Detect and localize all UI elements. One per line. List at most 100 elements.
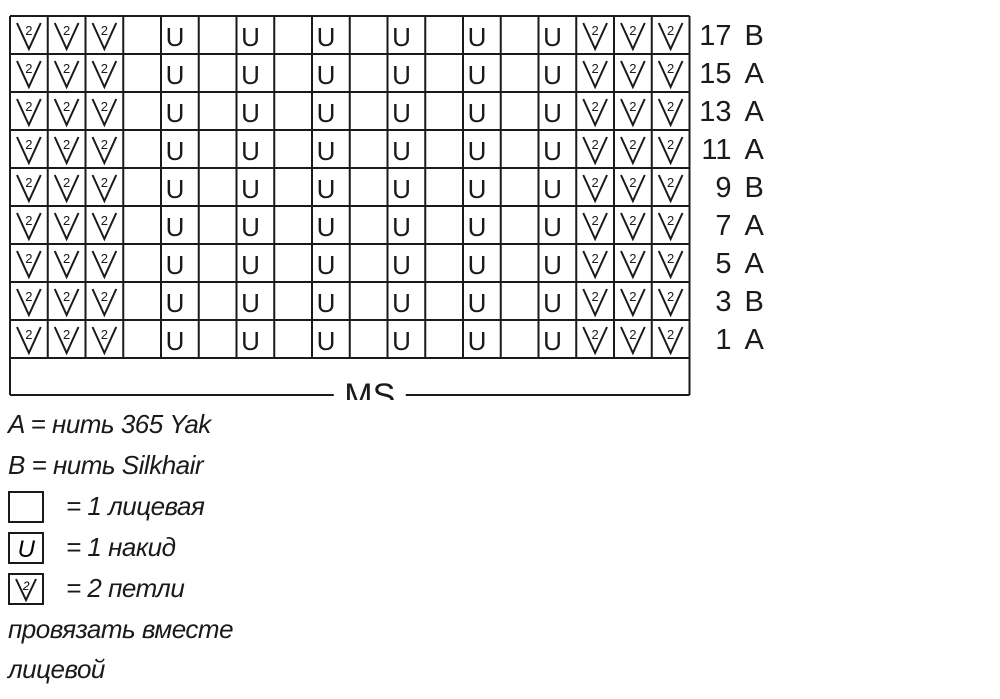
k2tog-digit: 2 — [629, 175, 636, 190]
legend-yo: U = 1 накид — [8, 527, 308, 568]
k2tog-v-icon — [657, 174, 684, 204]
chart-cell-yo: U — [468, 326, 487, 356]
chart-cell-yo: U — [543, 212, 562, 242]
chart-cell-k2tog: 2 — [53, 212, 80, 242]
row-yarn-letter: A — [745, 58, 765, 90]
chart-cell-k2tog: 2 — [53, 136, 80, 166]
yarn-over-glyph: U — [241, 250, 260, 280]
k2tog-v-icon — [16, 212, 42, 242]
legend: A = нить 365 Yak B = нить Silkhair = 1 л… — [8, 404, 308, 689]
chart-cell-k2tog: 2 — [620, 22, 646, 52]
chart-cell-yo: U — [241, 174, 260, 204]
chart-cell-yo: U — [317, 212, 336, 242]
chart-cell-k2tog: 2 — [657, 174, 684, 204]
yarn-over-glyph: U — [543, 98, 562, 128]
k2tog-digit: 2 — [667, 61, 674, 76]
row-number: 9 — [715, 172, 731, 204]
yarn-over-glyph: U — [317, 136, 336, 166]
k2tog-digit: 2 — [629, 289, 636, 304]
yarn-over-glyph: U — [543, 288, 562, 318]
k2tog-v-icon — [16, 22, 42, 52]
chart-cell-k2tog: 2 — [91, 60, 118, 90]
k2tog-v-icon — [582, 136, 608, 166]
row-number: 3 — [715, 286, 731, 318]
k2tog-v-icon — [620, 22, 646, 52]
yarn-over-glyph: U — [166, 22, 185, 52]
yarn-over-glyph: U — [317, 98, 336, 128]
k2tog-digit: 2 — [63, 327, 70, 342]
chart-cell-k2tog: 2 — [91, 98, 118, 128]
chart-cell-yo: U — [468, 250, 487, 280]
yarn-over-glyph: U — [166, 98, 185, 128]
chart-cell-k2tog: 2 — [53, 98, 80, 128]
yarn-over-glyph: U — [166, 174, 185, 204]
k2tog-v-icon — [16, 250, 42, 280]
chart-cell-yo: U — [317, 98, 336, 128]
chart-cell-yo: U — [317, 22, 336, 52]
chart-cell-k2tog: 2 — [16, 136, 42, 166]
row-yarn-letter: A — [745, 324, 765, 356]
chart-cell-k2tog: 2 — [16, 60, 42, 90]
k2tog-v-icon — [657, 60, 684, 90]
k2tog-digit: 2 — [63, 213, 70, 228]
legend-k2tog-label: = 2 петли — [66, 573, 185, 603]
chart-cell-yo: U — [468, 212, 487, 242]
chart-cell-k2tog: 2 — [582, 22, 608, 52]
chart-cell-k2tog: 2 — [16, 174, 42, 204]
chart-cell-k2tog: 2 — [91, 136, 118, 166]
chart-cell-k2tog: 2 — [16, 250, 42, 280]
chart-cell-yo: U — [543, 22, 562, 52]
k2tog-v-icon — [582, 174, 608, 204]
chart-cell-yo: U — [392, 250, 411, 280]
yarn-over-glyph: U — [166, 326, 185, 356]
k2tog-v-icon — [16, 326, 42, 356]
k2tog-v-icon — [16, 98, 42, 128]
yarn-over-glyph: U — [468, 174, 487, 204]
k2tog-digit: 2 — [22, 579, 30, 593]
chart-cell-k2tog: 2 — [582, 174, 608, 204]
yarn-over-glyph: U — [543, 136, 562, 166]
chart-cell-k2tog: 2 — [620, 212, 646, 242]
k2tog-v-icon — [620, 174, 646, 204]
k2tog-v-icon — [620, 60, 646, 90]
k2tog-v-icon — [16, 174, 42, 204]
row-yarn-letter: A — [745, 96, 765, 128]
yarn-over-glyph: U — [317, 60, 336, 90]
chart-cell-yo: U — [166, 136, 185, 166]
chart-cell-k2tog: 2 — [657, 22, 684, 52]
k2tog-v-icon — [53, 288, 80, 318]
legend-yo-label: = 1 накид — [66, 532, 176, 562]
row-number: 11 — [701, 134, 731, 166]
chart-cell-k2tog: 2 — [620, 60, 646, 90]
chart-cell-yo: U — [392, 136, 411, 166]
k2tog-v-icon — [657, 250, 684, 280]
k2tog-v-icon — [53, 326, 80, 356]
chart-cell-k2tog: 2 — [620, 288, 646, 318]
k2tog-digit: 2 — [25, 213, 32, 228]
k2tog-v-icon — [53, 60, 80, 90]
row-number: 7 — [715, 210, 731, 242]
chart-cell-k2tog: 2 — [16, 98, 42, 128]
row-yarn-letter: B — [745, 286, 764, 318]
yarn-over-glyph: U — [468, 136, 487, 166]
k2tog-digit: 2 — [592, 175, 599, 190]
chart-cell-yo: U — [392, 174, 411, 204]
k2tog-v-icon — [620, 288, 646, 318]
chart-cell-k2tog: 2 — [657, 288, 684, 318]
k2tog-v-icon — [620, 250, 646, 280]
k2tog-v-icon — [91, 98, 118, 128]
row-yarn-letter: A — [745, 210, 765, 242]
k2tog-digit: 2 — [63, 251, 70, 266]
row-number: 15 — [699, 58, 731, 90]
k2tog-v-icon — [620, 326, 646, 356]
yarn-over-glyph: U — [392, 60, 411, 90]
chart-cell-yo: U — [392, 212, 411, 242]
chart-cell-yo: U — [166, 174, 185, 204]
chart-cell-yo: U — [468, 136, 487, 166]
yarn-over-glyph: U — [543, 250, 562, 280]
k2tog-v-icon — [582, 288, 608, 318]
chart-cell-yo: U — [241, 98, 260, 128]
k2tog-v-icon — [91, 22, 118, 52]
k2tog-v-icon — [657, 212, 684, 242]
